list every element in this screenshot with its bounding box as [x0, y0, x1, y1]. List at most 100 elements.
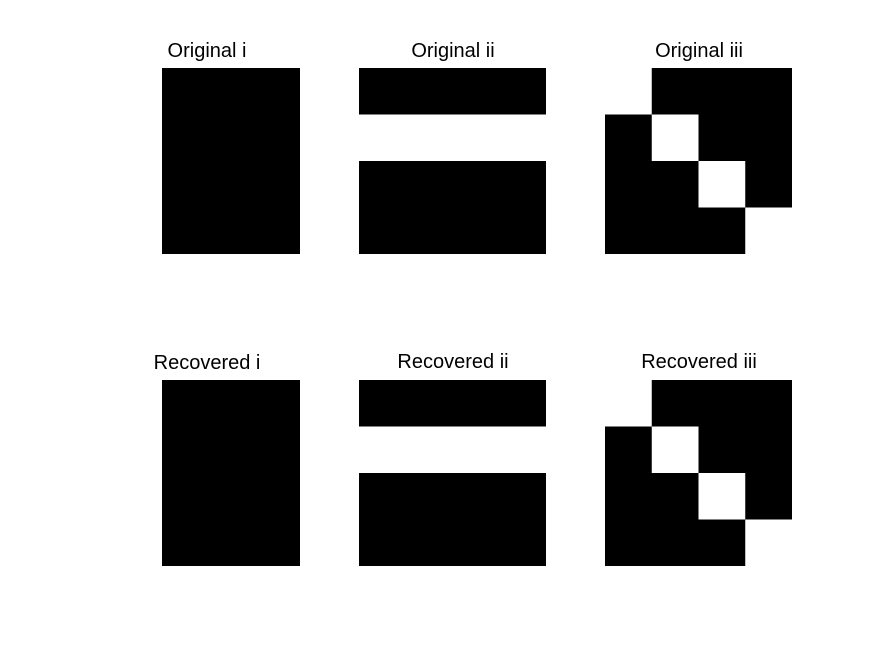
pixel-cell [359, 161, 407, 209]
pixel-cell [651, 114, 700, 162]
pixel-cell [698, 473, 746, 521]
pixel-cell [651, 207, 700, 254]
pixel-cell [452, 68, 500, 116]
pixel-cell [499, 161, 546, 209]
pixel-cell [359, 519, 407, 566]
pixel-cell [405, 519, 454, 566]
pixel-cell [651, 426, 700, 474]
pixel-cell [698, 68, 746, 116]
pixel-cell [452, 207, 500, 254]
pixel-cell [698, 207, 746, 254]
pixel-cell [745, 114, 792, 162]
pixel-cell [208, 68, 255, 116]
panel-title-original-ii: Original ii [411, 40, 495, 62]
panel-title-original-i: Original i [167, 40, 247, 62]
pixel-cell [499, 68, 546, 116]
pixel-cell [162, 207, 209, 254]
pixel-cell [605, 473, 653, 521]
pixel-cell [254, 426, 300, 474]
pixel-cell [208, 426, 255, 474]
pixel-cell [651, 161, 700, 209]
pixel-cell [254, 68, 300, 116]
pixel-cell [452, 426, 500, 474]
pixel-cell [162, 68, 209, 116]
pixel-cell [208, 161, 255, 209]
pixel-cell [698, 519, 746, 566]
pixel-cell [208, 207, 255, 254]
pixel-cell [254, 114, 300, 162]
pixel-cell [254, 380, 300, 428]
pixel-cell [605, 519, 653, 566]
pixel-cell [452, 161, 500, 209]
pixel-cell [605, 114, 653, 162]
pixel-cell [254, 161, 300, 209]
pixel-cell [359, 114, 407, 162]
pixel-cell [605, 161, 653, 209]
pixel-cell [745, 519, 792, 566]
pixel-cell [162, 519, 209, 566]
pixel-cell [499, 519, 546, 566]
pixel-cell [162, 473, 209, 521]
panel-title-recovered-iii: Recovered iii [641, 351, 757, 373]
pixel-cell [254, 519, 300, 566]
pixel-cell [162, 380, 209, 428]
panel-image-original-iii [605, 68, 792, 254]
pixel-cell [499, 380, 546, 428]
panel-title-recovered-i: Recovered i [153, 352, 261, 374]
pixel-cell [605, 380, 653, 428]
pixel-cell [745, 473, 792, 521]
pixel-cell [499, 207, 546, 254]
pixel-cell [359, 68, 407, 116]
panel-title-original-iii: Original iii [655, 40, 743, 62]
pixel-cell [651, 519, 700, 566]
pixel-cell [698, 426, 746, 474]
pixel-cell [452, 114, 500, 162]
pixel-cell [605, 426, 653, 474]
pixel-cell [208, 473, 255, 521]
pixel-cell [208, 114, 255, 162]
panel-image-recovered-iii [605, 380, 792, 566]
pixel-cell [499, 114, 546, 162]
pixel-cell [651, 380, 700, 428]
pixel-cell [405, 114, 454, 162]
pixel-cell [745, 68, 792, 116]
pixel-cell [745, 380, 792, 428]
panel-image-original-i [162, 68, 300, 254]
panel-image-recovered-i [162, 380, 300, 566]
pixel-cell [254, 207, 300, 254]
pixel-cell [698, 114, 746, 162]
pixel-cell [745, 161, 792, 209]
pixel-cell [359, 380, 407, 428]
pixel-cell [359, 473, 407, 521]
pixel-cell [405, 161, 454, 209]
pixel-cell [651, 68, 700, 116]
pixel-cell [359, 207, 407, 254]
pixel-cell [698, 380, 746, 428]
pixel-cell [499, 473, 546, 521]
pixel-cell [254, 473, 300, 521]
pixel-cell [162, 114, 209, 162]
pixel-cell [208, 519, 255, 566]
pixel-cell [452, 380, 500, 428]
pixel-cell [745, 207, 792, 254]
pixel-cell [162, 426, 209, 474]
pixel-cell [405, 207, 454, 254]
pixel-cell [745, 426, 792, 474]
pixel-cell [208, 380, 255, 428]
pixel-cell [359, 426, 407, 474]
pixel-cell [452, 519, 500, 566]
panel-image-original-ii [359, 68, 546, 254]
panel-image-recovered-ii [359, 380, 546, 566]
pixel-cell [405, 426, 454, 474]
pixel-cell [605, 207, 653, 254]
pixel-cell [162, 161, 209, 209]
panel-title-recovered-ii: Recovered ii [397, 351, 509, 373]
pixel-cell [499, 426, 546, 474]
pixel-cell [405, 473, 454, 521]
pixel-cell [651, 473, 700, 521]
pixel-cell [452, 473, 500, 521]
pixel-cell [405, 380, 454, 428]
pixel-cell [698, 161, 746, 209]
pixel-cell [605, 68, 653, 116]
